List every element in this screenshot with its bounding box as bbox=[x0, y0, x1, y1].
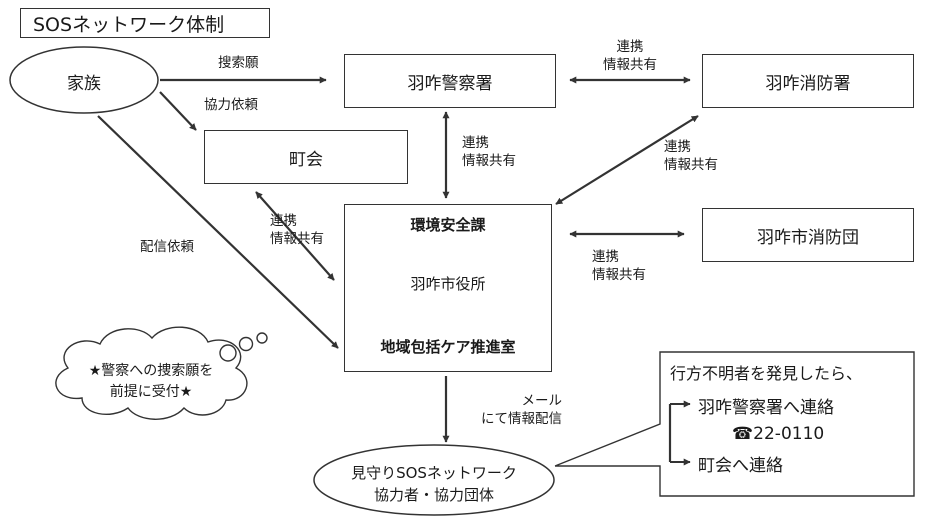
diagram-title: SOSネットワーク体制 bbox=[33, 13, 225, 36]
fire-station-label: 羽咋消防署 bbox=[765, 73, 851, 94]
env-safety-section-label: 環境安全課 bbox=[410, 216, 486, 234]
edge-label-delivery-request: 配信依頼 bbox=[140, 239, 194, 255]
town-council-label: 町会 bbox=[289, 149, 323, 170]
edge-label-fire-cityhall-share: 情報共有 bbox=[664, 157, 718, 173]
police-label: 羽咋警察署 bbox=[407, 73, 493, 94]
callout-item-arrows bbox=[670, 400, 691, 466]
family-ellipse bbox=[9, 46, 159, 114]
edge-label-mail: メール にて情報配信 bbox=[462, 392, 562, 428]
city-office-label: 羽咋市役所 bbox=[410, 275, 486, 293]
edge-label-search-request: 搜索願 bbox=[218, 55, 259, 71]
arrow-town-cityhall bbox=[255, 191, 335, 281]
callout-phone: ☎22-0110 bbox=[732, 424, 825, 444]
police-node: 羽咋警察署 bbox=[344, 54, 556, 108]
callout-item-police: 羽咋警察署へ連絡 bbox=[698, 398, 834, 418]
arrow-fire-cityhall bbox=[555, 115, 699, 205]
edge-label-fire-cityhall: 連携 情報共有 bbox=[664, 138, 718, 174]
callout-heading: 行方不明者を発見したら、 bbox=[670, 364, 863, 383]
edge-label-police-cityhall-link: 連携 bbox=[462, 135, 489, 151]
edge-label-cityhall-brigade-link: 連携 bbox=[592, 249, 619, 265]
edge-label-mail-line1: メール bbox=[521, 393, 563, 409]
edge-label-cityhall-brigade-share: 情報共有 bbox=[592, 267, 646, 283]
town-council-node: 町会 bbox=[204, 130, 408, 184]
edge-label-cityhall-brigade: 連携 情報共有 bbox=[592, 248, 646, 284]
callout-bracket bbox=[554, 351, 915, 497]
care-promotion-office-label: 地域包括ケア推進室 bbox=[380, 338, 516, 356]
arrow-family-to-town bbox=[159, 91, 197, 131]
edge-label-police-cityhall-share: 情報共有 bbox=[462, 153, 516, 169]
edge-label-town-cityhall-share: 情報共有 bbox=[270, 231, 324, 247]
network-ellipse bbox=[313, 444, 555, 516]
family-label: 家族 bbox=[67, 74, 101, 94]
cloud-note-line1: ★警察への捜索願を bbox=[88, 363, 214, 379]
network-label-line2: 協力者・協力団体 bbox=[373, 486, 494, 504]
edge-label-town-cityhall-link: 連携 bbox=[270, 213, 297, 229]
edge-label-fire-cityhall-link: 連携 bbox=[664, 139, 691, 155]
cloud-shape bbox=[55, 326, 268, 420]
edge-label-police-fire-link: 連携 bbox=[616, 39, 644, 55]
network-label-line1: 見守りSOSネットワーク bbox=[351, 464, 517, 482]
diagram-title-box: SOSネットワーク体制 bbox=[20, 8, 270, 38]
callout-item-town: 町会へ連絡 bbox=[698, 456, 783, 476]
edge-label-mail-line2: にて情報配信 bbox=[481, 411, 562, 427]
edge-label-town-cityhall: 連携 情報共有 bbox=[270, 212, 324, 248]
cloud-note-line2: 前提に受付★ bbox=[109, 384, 193, 400]
fire-brigade-label: 羽咋市消防団 bbox=[757, 227, 859, 248]
edge-label-police-cityhall: 連携 情報共有 bbox=[462, 134, 516, 170]
arrow-family-to-cityhall bbox=[97, 115, 339, 349]
fire-brigade-node: 羽咋市消防団 bbox=[702, 208, 914, 262]
edge-label-cooperation-request: 協力依頼 bbox=[204, 97, 258, 113]
fire-station-node: 羽咋消防署 bbox=[702, 54, 914, 108]
edge-label-police-fire: 連携 情報共有 bbox=[584, 38, 676, 74]
edge-label-police-fire-share: 情報共有 bbox=[603, 57, 657, 73]
city-hall-node bbox=[344, 204, 552, 372]
